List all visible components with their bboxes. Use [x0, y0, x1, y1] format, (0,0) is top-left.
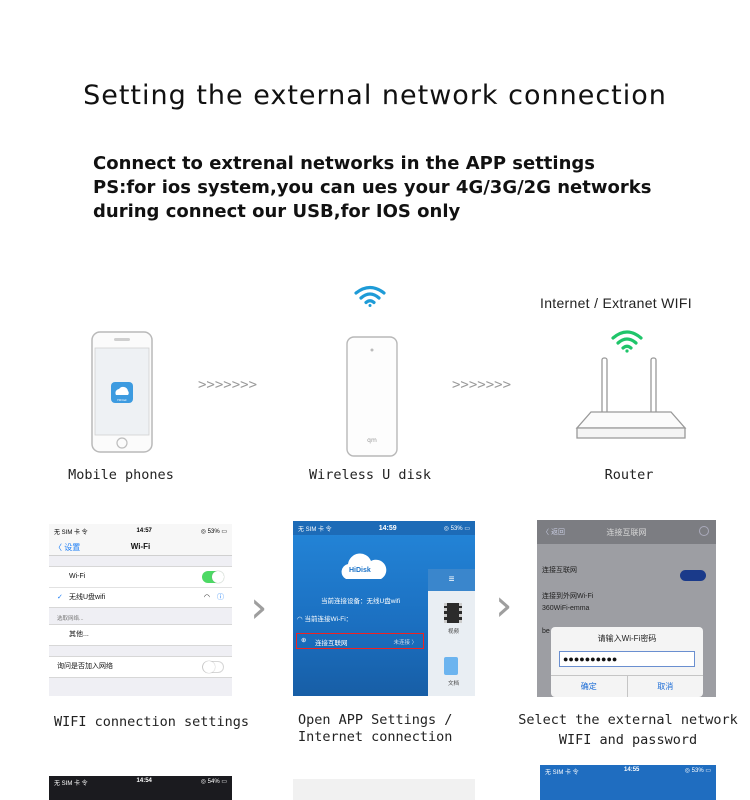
step1-caption: WIFI connection settings	[54, 714, 250, 730]
internet-connection-row[interactable]: ⊕ 连接互联网 未连接 〉	[296, 633, 424, 649]
password-dialog: 请输入Wi-Fi密码 ●●●●●●●●●● 确定 取消	[551, 627, 703, 697]
router-label: Router	[604, 467, 654, 483]
document-label: 文档	[448, 681, 460, 687]
status-bar: 无 SIM 卡 令 14:59 ◎ 53% ▭	[293, 521, 475, 535]
dialog-title: 请输入Wi-Fi密码	[597, 634, 657, 643]
ask-join-row[interactable]: 询问是否加入网络	[49, 657, 232, 677]
info-icon[interactable]: ⓘ	[217, 594, 224, 601]
network-item[interactable]: 360WiFi-emma	[542, 605, 590, 612]
intro-line-1: Connect to extrenal networks in the APP …	[93, 153, 595, 174]
mobile-phones-label: Mobile phones	[68, 467, 174, 483]
step3-caption-line1: Select the external network	[518, 712, 738, 728]
app-name: HiDisk	[349, 567, 371, 574]
step2-caption-line2: Internet connection	[298, 729, 453, 745]
internet-toggle[interactable]	[680, 570, 706, 581]
router-illustration	[575, 357, 687, 439]
internet-row: 连接互联网	[542, 567, 577, 574]
step3-caption-line2: WIFI and password	[558, 732, 698, 748]
svg-text:qm: qm	[367, 437, 377, 444]
internet-label: Internet / Extranet WIFI	[540, 295, 692, 311]
nav-title: Wi-Fi	[130, 542, 151, 551]
network-item-partial[interactable]: be	[542, 628, 550, 635]
intro-line-2: PS:for ios system,you can ues your 4G/3G…	[93, 177, 652, 198]
page-title: Setting the external network connection	[83, 80, 667, 111]
confirm-button[interactable]: 确定	[580, 682, 597, 691]
connected-network-row[interactable]: ✓ 无线U盘wifi ◠ ⓘ	[49, 587, 232, 607]
wifi-icon	[354, 285, 386, 307]
svg-text:HiDisk: HiDisk	[117, 398, 127, 402]
refresh-icon[interactable]	[699, 526, 709, 536]
router-wifi-icon	[611, 330, 643, 353]
document-icon[interactable]	[444, 657, 458, 675]
other-network-row[interactable]: 其他...	[69, 631, 89, 638]
chevron-right-icon: ›	[495, 580, 513, 631]
hidisk-app-screenshot: 无 SIM 卡 令 14:59 ◎ 53% ▭ HiDisk 当前连接设备：无线…	[293, 521, 475, 696]
bottom-screenshot-2	[293, 779, 475, 800]
section-label: 选取网络...	[57, 616, 84, 622]
intro-line-3: during connect our USB,for IOS only	[93, 201, 461, 222]
bottom-screenshot-1: 无 SIM 卡 令 14:54 ◎ 54% ▭	[49, 776, 232, 800]
current-wifi-row: ◠ 当前连接Wi-Fi：	[297, 616, 353, 623]
nav-bar: 〈 返回 连接互联网	[537, 520, 716, 544]
wifi-signal-icon: ◠	[203, 594, 210, 601]
external-wifi-screenshot: 〈 返回 连接互联网 连接互联网 连接到外网Wi-Fi 360WiFi-emma…	[537, 520, 716, 697]
bottom-screenshot-3: 无 SIM 卡 令 14:55 ◎ 53% ▭	[540, 765, 716, 800]
flow-arrows-2: >>>>>>>	[452, 377, 512, 393]
current-device: 当前连接设备：无线U盘wifi	[321, 598, 401, 605]
ask-join-toggle[interactable]	[202, 661, 224, 673]
back-button[interactable]: 〈 返回	[542, 529, 565, 536]
back-button[interactable]: 〈 设置	[54, 543, 81, 552]
step2-caption-line1: Open APP Settings /	[298, 712, 453, 728]
nav-title: 连接互联网	[606, 528, 647, 537]
cloud-icon	[341, 553, 387, 579]
wireless-u-disk-illustration: qm	[346, 336, 398, 457]
side-panel: ≡ 视频 文档	[428, 569, 475, 696]
internet-status: 未连接 〉	[393, 640, 417, 646]
status-bar: 无 SIM 卡 令 14:57 ◎ 53% ▭	[49, 524, 232, 538]
password-input[interactable]: ●●●●●●●●●●	[559, 651, 695, 667]
wifi-settings-screenshot: 无 SIM 卡 令 14:57 ◎ 53% ▭ 〈 设置 Wi-Fi Wi-Fi…	[49, 524, 232, 696]
video-label: 视频	[448, 629, 460, 635]
globe-icon: ⊕	[301, 637, 307, 644]
check-icon: ✓	[57, 594, 63, 601]
menu-icon[interactable]: ≡	[428, 569, 475, 591]
cancel-button[interactable]: 取消	[626, 676, 704, 697]
wifi-toggle[interactable]	[202, 571, 224, 583]
video-icon[interactable]	[444, 603, 462, 623]
nav-bar: 〈 设置 Wi-Fi	[49, 538, 232, 556]
wifi-toggle-row[interactable]: Wi-Fi	[49, 567, 232, 587]
wifi-small-icon: ◠	[297, 616, 305, 623]
intro-text: Connect to extrenal networks in the APP …	[93, 152, 651, 224]
mobile-phone-illustration: HiDisk	[91, 331, 153, 453]
flow-arrows-1: >>>>>>>	[198, 377, 258, 393]
wireless-u-disk-label: Wireless U disk	[309, 467, 431, 483]
chevron-right-icon: ›	[250, 582, 268, 633]
external-wifi-row: 连接到外网Wi-Fi	[542, 593, 594, 600]
